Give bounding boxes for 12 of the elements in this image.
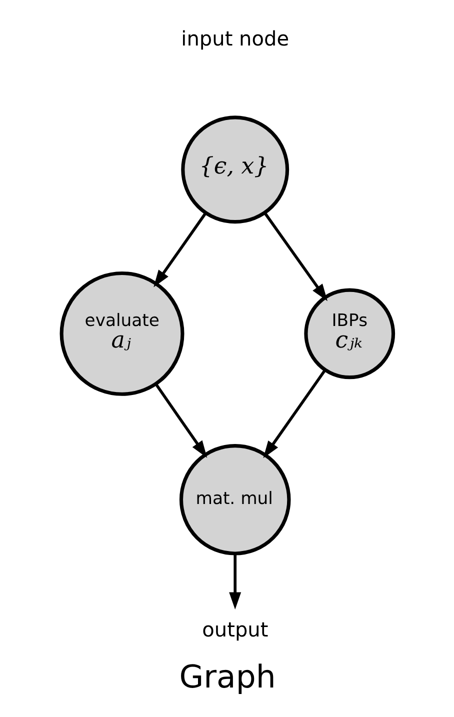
node-text: output: [202, 617, 268, 642]
node-circle: IBPs cⱼₖ: [304, 288, 395, 380]
arrow: [153, 212, 206, 288]
node-circle: {ϵ, x}: [180, 116, 289, 224]
node-label: input node: [180, 26, 289, 50]
caption: Graph: [178, 660, 276, 696]
arrow: [263, 212, 327, 302]
node-circle: evaluate aⱼ: [59, 271, 184, 396]
arrow: [228, 554, 241, 610]
arrow: [154, 383, 207, 458]
arrow: [262, 369, 326, 458]
node-circle: mat. mul: [178, 444, 290, 556]
